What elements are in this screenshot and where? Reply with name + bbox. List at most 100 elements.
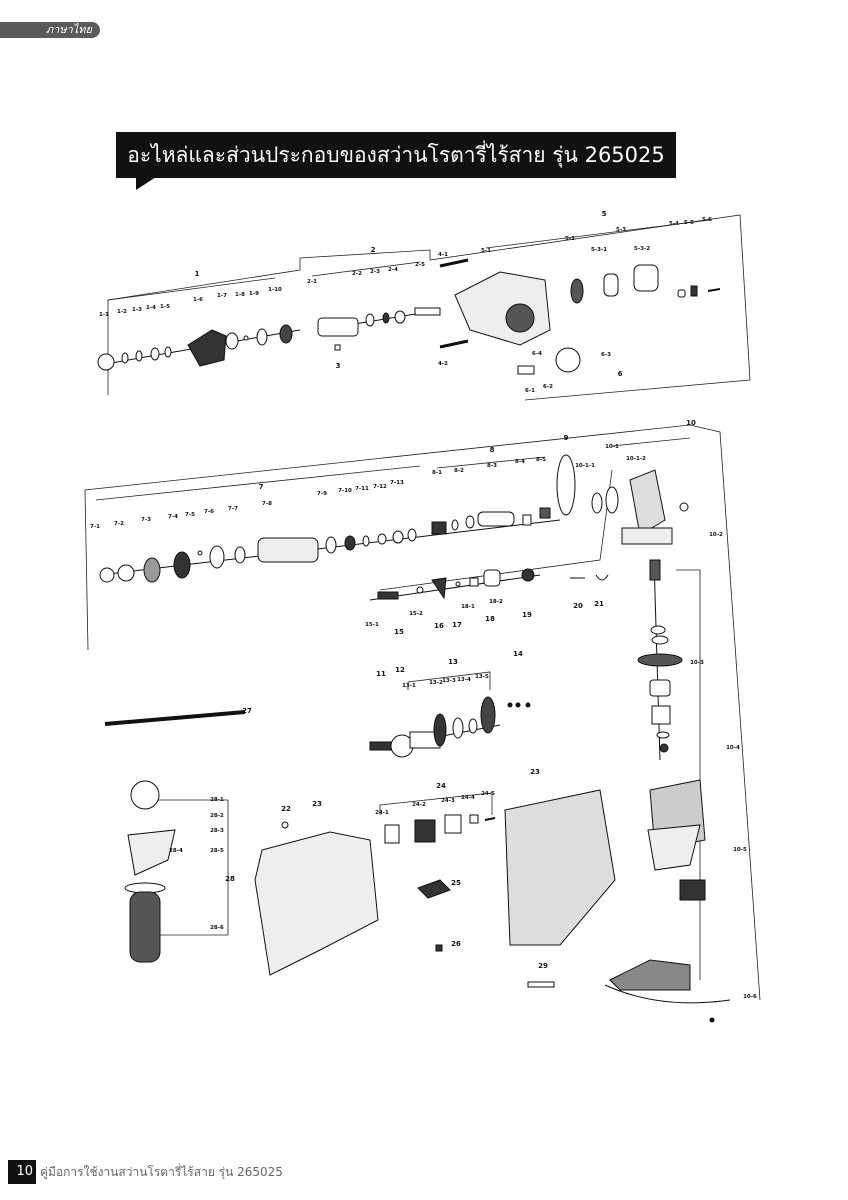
footer-text: คู่มือการใช้งานสว่านโรตารี่ไร้สาย รุ่น 2…	[40, 1165, 283, 1179]
part-label: 7	[259, 483, 264, 491]
part-label: 8-4	[515, 459, 525, 465]
part-label: 5-3-1	[591, 247, 607, 253]
part-label: 28-5	[210, 848, 224, 854]
part-label: 9	[564, 434, 569, 442]
part-label: 28-4	[169, 848, 183, 854]
part-label: 6-3	[601, 352, 611, 358]
part-label: 13-3	[442, 678, 456, 684]
part-label: 18-2	[489, 599, 503, 605]
part-label: 19	[522, 611, 532, 619]
part-label: 11	[376, 670, 386, 678]
part-label: 5-3-2	[634, 246, 650, 252]
leader-frames	[84, 214, 761, 1001]
part-label: 10-1	[605, 444, 619, 450]
part-label: 24-4	[461, 795, 475, 801]
part-label: 10-2	[709, 532, 723, 538]
part-label: 13-4	[457, 677, 471, 683]
part-label: 10-6	[743, 994, 757, 1000]
part-label: 23	[530, 768, 540, 776]
part-label: 28-6	[210, 925, 224, 931]
part-label: 4-2	[438, 361, 448, 367]
part-label: 7-11	[355, 486, 369, 492]
part-label: 1	[195, 270, 200, 278]
title-banner-tail	[136, 177, 156, 190]
part-label: 28-3	[210, 828, 224, 834]
part-label: 6-4	[532, 351, 542, 357]
part-label: 2	[371, 246, 376, 254]
part-label: 18-1	[461, 604, 475, 610]
part-label: 7-9	[317, 491, 327, 497]
part-label: 10-1-1	[575, 463, 595, 469]
part-label: 10-4	[726, 745, 740, 751]
part-label: 29	[538, 962, 548, 970]
part-label: 28-2	[210, 813, 224, 819]
part-label: 7-2	[114, 521, 124, 527]
part-label: 15	[394, 628, 404, 636]
part-label: 17	[452, 621, 462, 629]
part-label: 15-2	[409, 611, 423, 617]
part-label: 13-2	[429, 680, 443, 686]
part-label: 1-2	[117, 309, 127, 315]
part-label: 10-1-2	[626, 456, 646, 462]
page-number: 10	[8, 1160, 36, 1184]
part-label: 7-3	[141, 517, 151, 523]
part-label: 5-3	[616, 227, 626, 233]
part-label: 21	[594, 600, 604, 608]
part-label: 1-6	[193, 297, 203, 303]
page-title: อะไหล่และส่วนประกอบของสว่านโรตารี่ไร้สาย…	[116, 132, 676, 178]
part-label: 8	[490, 446, 495, 454]
part-label: 7-5	[185, 512, 195, 518]
part-label: 8-2	[454, 468, 464, 474]
part-label: 7-8	[262, 501, 272, 507]
part-label: 28	[225, 875, 235, 883]
part-label: 25	[451, 879, 461, 887]
part-label: 2-4	[388, 267, 398, 273]
part-label: 4-1	[438, 252, 448, 258]
part-label: 24-1	[375, 810, 389, 816]
part-label: 5-2	[565, 236, 575, 242]
part-label: 15-1	[365, 622, 379, 628]
part-label: 1-8	[235, 292, 245, 298]
part-label: 12	[395, 666, 405, 674]
part-label: 5-5	[684, 220, 694, 226]
part-label: 7-6	[204, 509, 214, 515]
part-label: 8-3	[487, 463, 497, 469]
part-label: 6-2	[543, 384, 553, 390]
part-label: 5-1	[481, 248, 491, 254]
part-label: 1-1	[99, 312, 109, 318]
language-tab: ภาษาไทย	[0, 22, 100, 38]
part-label: 7-4	[168, 514, 178, 520]
part-label: 7-7	[228, 506, 238, 512]
part-label: 24-2	[412, 802, 426, 808]
part-label: 5-4	[669, 221, 679, 227]
part-label: 1-4	[146, 305, 156, 311]
part-label: 1-7	[217, 293, 227, 299]
part-label: 14	[513, 650, 523, 658]
part-label: 8-5	[536, 457, 546, 463]
part-label: 2-5	[415, 262, 425, 268]
part-label: 24	[436, 782, 446, 790]
part-label: 7-13	[390, 480, 404, 486]
part-label: 8-1	[432, 470, 442, 476]
part-label: 7-10	[338, 488, 352, 494]
part-label: 23	[312, 800, 322, 808]
part-label: 3	[336, 362, 341, 370]
part-label: 27	[242, 707, 252, 715]
part-label: 28-1	[210, 797, 224, 803]
part-label: 13-1	[402, 683, 416, 689]
part-label: 10-3	[690, 660, 704, 666]
part-label: 5-6	[702, 217, 712, 223]
part-label: 26	[451, 940, 461, 948]
part-label: 10-5	[733, 847, 747, 853]
part-label: 10	[686, 419, 696, 427]
part-drawings	[97, 258, 731, 1023]
part-label: 6	[618, 370, 623, 378]
part-label: 2-3	[370, 269, 380, 275]
part-label: 7-1	[90, 524, 100, 530]
part-label: 1-9	[249, 291, 259, 297]
part-label: 24-3	[441, 798, 455, 804]
part-label: 22	[281, 805, 291, 813]
part-label: 20	[573, 602, 583, 610]
part-label: 13-5	[475, 674, 489, 680]
